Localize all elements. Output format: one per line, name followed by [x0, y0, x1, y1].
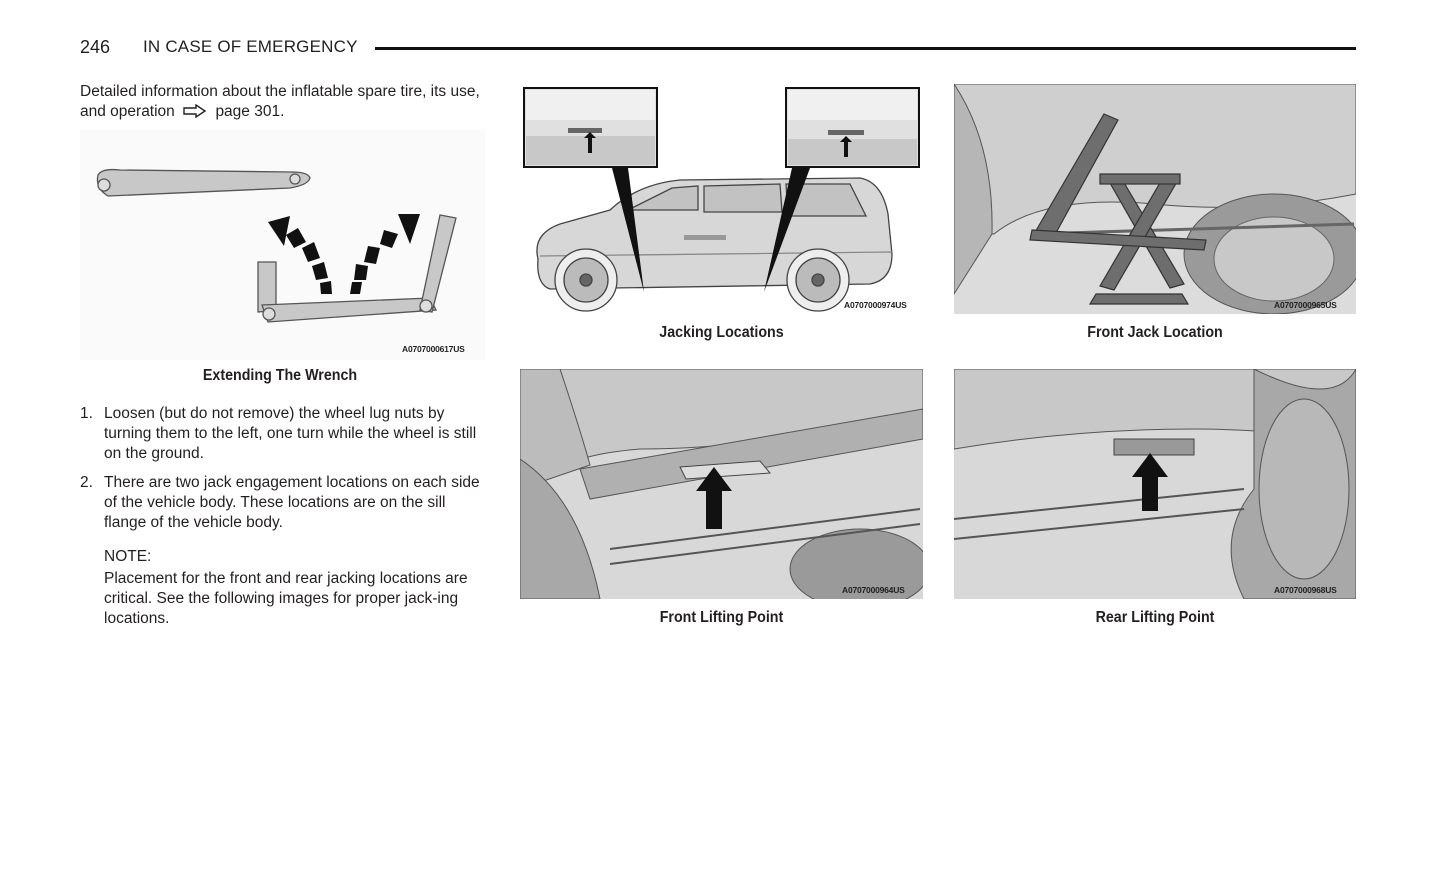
- up-arrow-icon: [696, 467, 732, 529]
- opened-wrench: [257, 214, 457, 323]
- figure-caption: Front Jack Location: [1087, 324, 1223, 341]
- intro-paragraph: Detailed information about the inflatabl…: [80, 82, 485, 122]
- header-rule: [375, 47, 1356, 50]
- page-reference-link[interactable]: page 301.: [215, 103, 285, 120]
- figure-caption: Rear Lifting Point: [1095, 609, 1215, 626]
- list-item: 2. There are two jack engagement locatio…: [80, 473, 485, 533]
- page-header: 246 IN CASE OF EMERGENCY: [80, 36, 1356, 62]
- callout-pointer-front: [612, 168, 644, 292]
- figure-code: A0707000974US: [844, 300, 907, 310]
- step-number: 1.: [80, 405, 93, 422]
- front-lifting-point-illustration: A0707000964US: [520, 369, 923, 599]
- minivan-side: [536, 177, 893, 312]
- instruction-steps: 1. Loosen (but do not remove) the wheel …: [80, 404, 485, 542]
- wrench-illustration: A0707000617US: [80, 130, 485, 360]
- jacking-locations-illustration: A0707000974US: [520, 84, 923, 314]
- step-text: Loosen (but do not remove) the wheel lug…: [104, 405, 477, 462]
- folded-wrench: [96, 168, 311, 197]
- note-text: Placement for the front and rear jacking…: [104, 570, 468, 627]
- intro-text: Detailed information about the inflatabl…: [80, 83, 480, 120]
- figure-code: A0707000968US: [1274, 585, 1337, 595]
- note-title: NOTE:: [104, 548, 152, 565]
- arrow-right-outline-icon: [183, 104, 207, 118]
- rotation-arrow-right: [350, 214, 420, 294]
- step-number: 2.: [80, 474, 93, 491]
- note-block: NOTE: Placement for the front and rear j…: [104, 547, 489, 629]
- page-number: 246: [80, 37, 111, 57]
- rear-jack-inset: [785, 87, 920, 168]
- scissor-jack: [1029, 113, 1207, 305]
- figure-caption: Front Lifting Point: [659, 609, 784, 626]
- figure-code: A0707000964US: [842, 585, 905, 595]
- figure-caption: Jacking Locations: [659, 324, 784, 341]
- figure-code: A0707000617US: [402, 344, 465, 354]
- section-title: IN CASE OF EMERGENCY: [143, 37, 358, 56]
- up-arrow-icon: [1132, 453, 1168, 511]
- step-text: There are two jack engagement locations …: [104, 474, 480, 531]
- rotation-arrow-left: [268, 216, 332, 294]
- front-jack-inset: [523, 87, 658, 168]
- list-item: 1. Loosen (but do not remove) the wheel …: [80, 404, 485, 464]
- front-jack-illustration: A0707000965US: [954, 84, 1356, 314]
- rear-lifting-point-illustration: A0707000968US: [954, 369, 1356, 599]
- figure-code: A0707000965US: [1274, 300, 1337, 310]
- callout-pointer-rear: [764, 168, 810, 292]
- figure-caption: Extending The Wrench: [202, 367, 358, 384]
